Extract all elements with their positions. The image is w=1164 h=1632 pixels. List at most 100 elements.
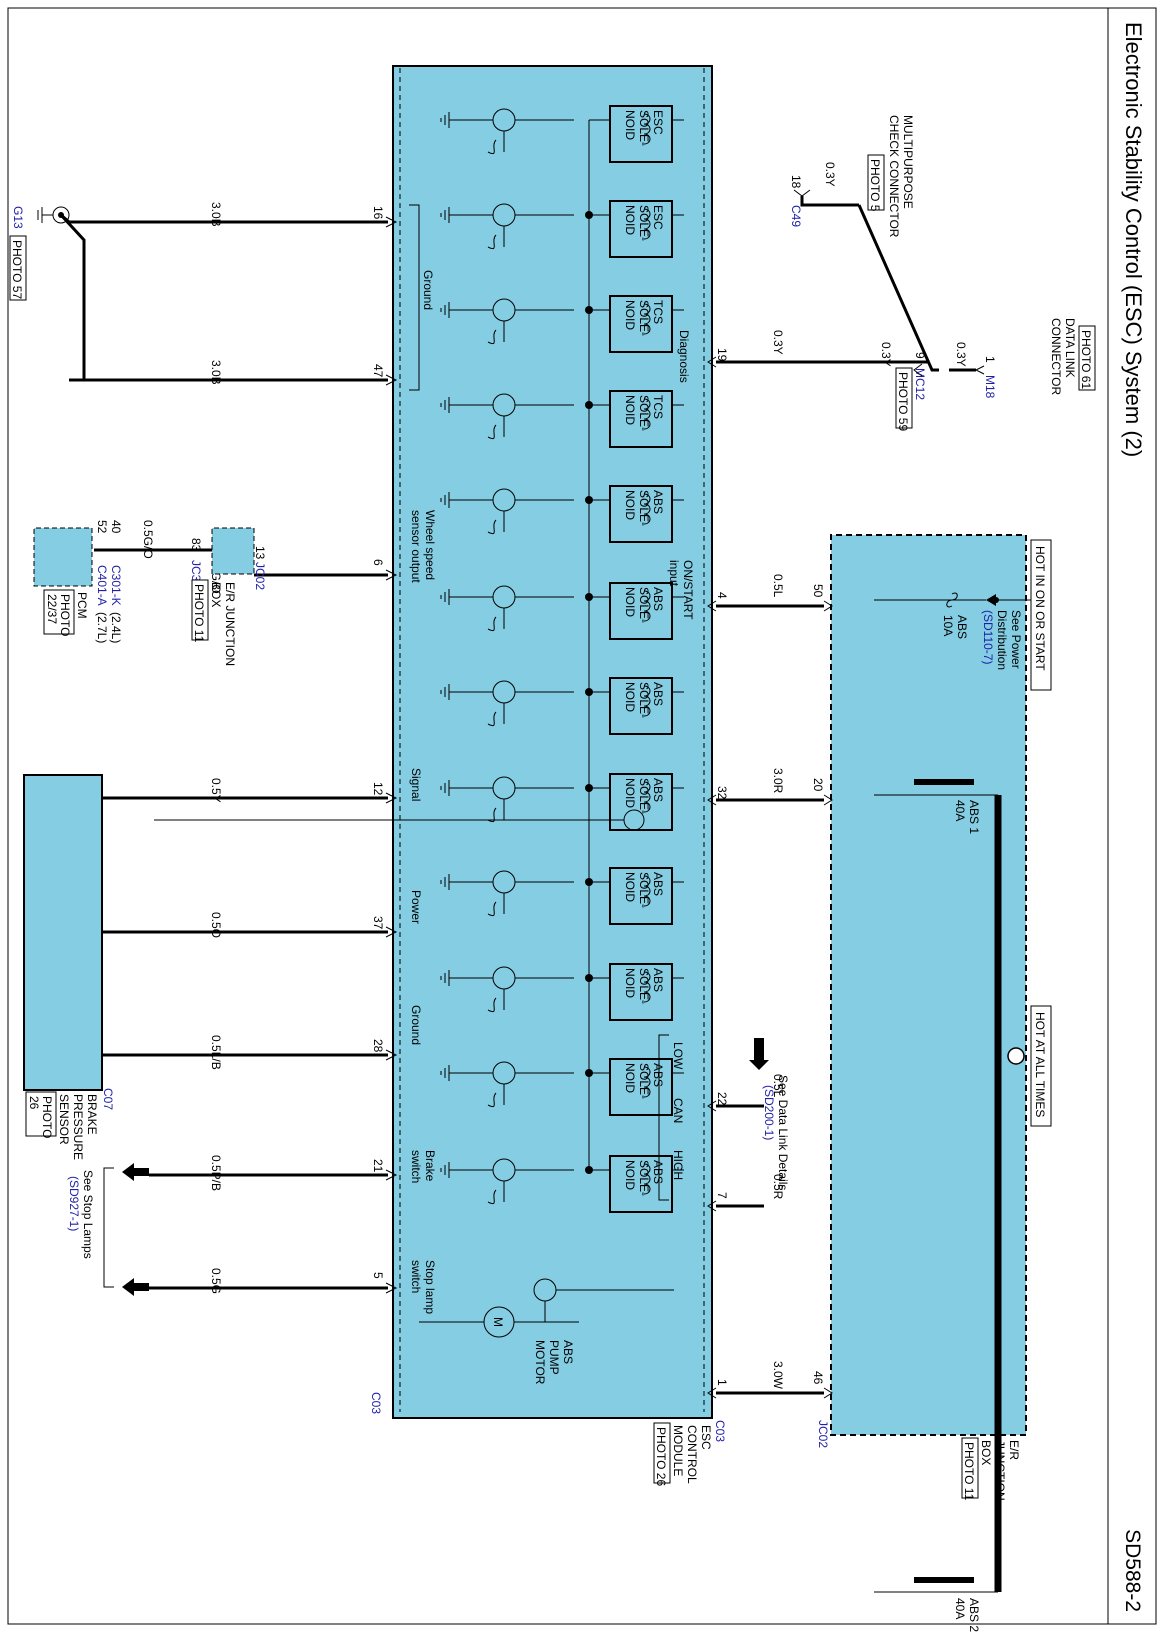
wire-code: 3.0B xyxy=(209,360,223,385)
solenoid-coil-icon xyxy=(643,208,651,240)
solenoid-coil-icon xyxy=(643,781,651,813)
mc12-connector: MC12 xyxy=(913,368,927,400)
er-box-name-3: BOX xyxy=(979,1440,993,1465)
can-label: CAN xyxy=(671,1098,685,1123)
solenoid-box xyxy=(609,963,673,1021)
mc12-splice: 9 MC12 PHOTO 59 0.3Y xyxy=(857,204,939,431)
solenoid-noid: NOID xyxy=(623,205,637,235)
bus-junction-dot xyxy=(585,306,593,314)
bps-photo-2: 26 xyxy=(27,1096,41,1110)
bottom-wire-21: 210.5P/B xyxy=(149,1155,398,1191)
solenoid-type: ABS xyxy=(651,587,665,611)
fuse-abs-name: ABS xyxy=(955,615,969,639)
bus-junction-dot xyxy=(585,974,593,982)
ground-icon xyxy=(440,302,464,318)
er-jbox-small-name-2: BOX xyxy=(209,582,223,607)
solenoid-box xyxy=(609,1058,673,1116)
solenoid-type: ABS xyxy=(651,872,665,896)
on-start-label-2: input xyxy=(667,560,681,587)
bps-name-3: SENSOR xyxy=(57,1094,71,1145)
pcm-conn-a: C301-K xyxy=(109,565,123,606)
bps-name-2: PRESSURE xyxy=(71,1094,85,1160)
solenoid-noid: NOID xyxy=(623,110,637,140)
solenoid-noid: NOID xyxy=(623,300,637,330)
solenoid-sole: SOLE- xyxy=(637,395,651,431)
page-frame xyxy=(7,7,1157,1625)
solenoid-sole: SOLE- xyxy=(637,1063,651,1099)
transistor-base xyxy=(487,131,505,154)
fuse-abs1-name: ABS 1 xyxy=(967,800,981,834)
transistor-base xyxy=(487,416,505,439)
esc-name-1: ESC xyxy=(699,1425,713,1450)
connector-pin-mark xyxy=(707,1387,717,1399)
wire-code: 0.5L/B xyxy=(209,1035,223,1070)
see-power-line-2: Distribution xyxy=(995,610,1009,670)
solenoid-sole: SOLE- xyxy=(637,110,651,146)
can-high-label: HIGH xyxy=(671,1150,685,1180)
mpcc-name-2: CHECK CONNECTOR xyxy=(887,115,901,238)
fuse-abs2-rating: 40A xyxy=(953,1598,967,1619)
pcm-photo-1: PHOTO xyxy=(58,594,72,636)
abs-pump-motor: M ABS PUMP MOTOR xyxy=(419,1278,674,1385)
solenoid-noid: NOID xyxy=(623,1160,637,1190)
power-label: Power xyxy=(409,890,423,924)
solenoid-noid: NOID xyxy=(623,968,637,998)
bps-name-1: BRAKE xyxy=(85,1094,99,1135)
pcm-name: PCM xyxy=(75,592,89,619)
ground-g13: G13 PHOTO 57 xyxy=(9,206,70,301)
stop-switch-label-2: switch xyxy=(409,1260,423,1293)
motor-label-2: PUMP xyxy=(547,1340,561,1375)
solenoid-box xyxy=(609,773,673,831)
solenoid-noid: NOID xyxy=(623,395,637,425)
dlc-wire: 0.3Y xyxy=(954,342,968,367)
bottom-wire-28: 280.5L/B xyxy=(102,1035,398,1070)
transistor-base xyxy=(487,989,505,1012)
wire-code: 0.5L xyxy=(771,574,785,598)
box-pin-number: 50 xyxy=(811,584,825,598)
pin-number: 7 xyxy=(715,1192,729,1199)
er-jbox-small-name-1: E/R JUNCTION xyxy=(223,582,237,666)
transistor-base xyxy=(487,1181,505,1204)
solenoid-type: ABS xyxy=(651,682,665,706)
er-box-name-2: JUNCTION xyxy=(993,1440,1007,1501)
wire-code: 3.0B xyxy=(209,202,223,227)
connector-pin-mark xyxy=(707,1100,717,1112)
mpcc-pin: 18 xyxy=(789,175,803,189)
connector-pin-mark xyxy=(385,374,398,386)
box-pin-mark xyxy=(823,600,833,612)
solenoid-coil-icon xyxy=(643,685,651,717)
hot-in-on-or-start: HOT IN ON OR START xyxy=(1033,546,1047,671)
connector-pin-mark xyxy=(385,792,398,804)
connector-pin-mark xyxy=(385,926,398,938)
ground-join xyxy=(59,213,86,382)
solenoid-sole: SOLE- xyxy=(637,205,651,241)
solenoid-type: TCS xyxy=(651,300,665,324)
bus-junction-dot xyxy=(585,688,593,696)
bottom-wire-37: 370.5O xyxy=(102,912,398,938)
transistor-base xyxy=(487,1084,505,1107)
solenoid-box xyxy=(609,677,673,735)
pcm-conn-b-note: (2.7L) xyxy=(95,612,109,643)
mpcc-wire: 0.3Y xyxy=(823,162,837,187)
hot-at-all-times: HOT AT ALL TIMES xyxy=(1033,1012,1047,1117)
page-code: SD588-2 xyxy=(1121,1529,1144,1612)
dlc-pin: 1 xyxy=(983,356,997,363)
ground-icon xyxy=(440,492,464,508)
solenoid-noid: NOID xyxy=(623,587,637,617)
mc12-photo: PHOTO 59 xyxy=(896,372,910,431)
pin-number: 21 xyxy=(371,1159,385,1173)
transistor-base xyxy=(487,321,505,344)
esc-control-module: ESC CONTROL MODULE PHOTO 26 ESCSOLE-NOID… xyxy=(154,65,713,1486)
solenoid-coil-icon xyxy=(643,1066,651,1098)
connector-pin-mark xyxy=(385,1282,398,1294)
mpcc-connector: C49 xyxy=(789,205,803,227)
solenoid-noid: NOID xyxy=(623,682,637,712)
see-stop-lamps-text: See Stop Lamps xyxy=(81,1170,95,1259)
connector-pin-mark xyxy=(385,1169,398,1181)
connector-pin-mark xyxy=(707,794,717,806)
